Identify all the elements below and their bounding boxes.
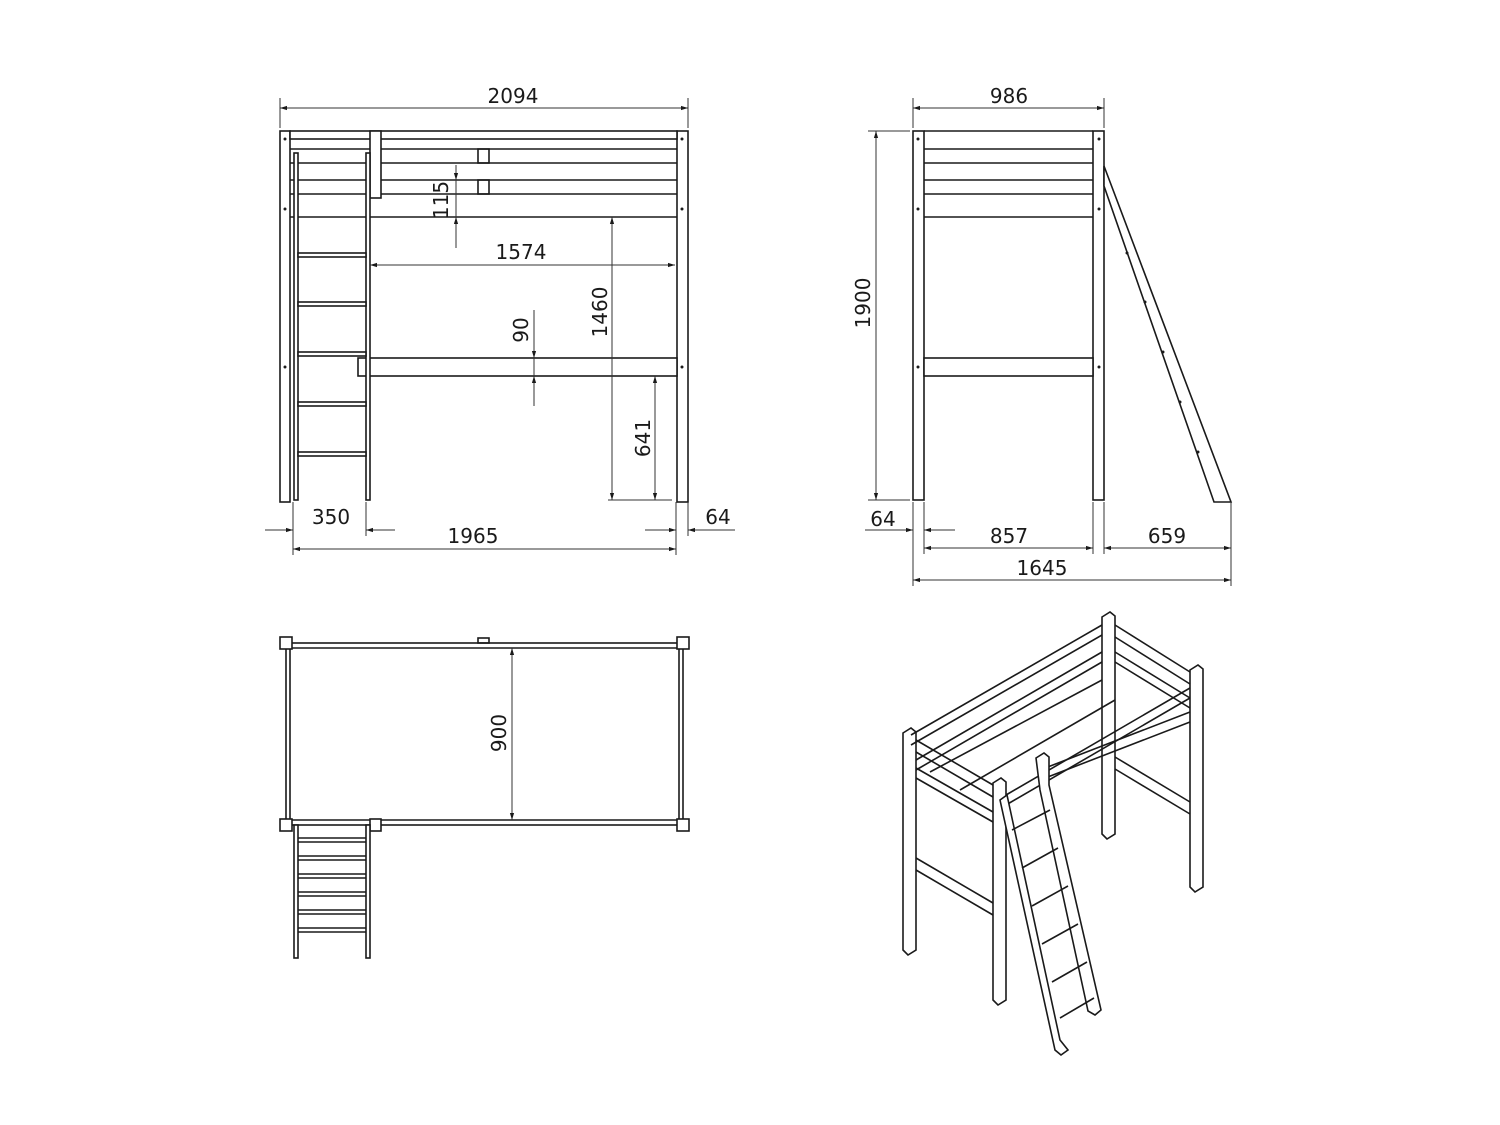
dim-1574: 1574	[496, 240, 547, 264]
corner-post	[279, 818, 293, 832]
top-view: 900	[279, 636, 690, 959]
side-left-post	[912, 130, 925, 501]
top-ladder-rail	[365, 824, 371, 959]
ladder-rail-left	[293, 152, 299, 501]
dim-1900: 1900	[851, 278, 875, 329]
dim-350: 350	[312, 505, 350, 529]
ladder-hook	[369, 130, 382, 199]
dim-641: 641	[631, 419, 655, 457]
side-view: 986 1900 64 857 659 1645	[851, 84, 1233, 586]
side-right-post	[1092, 130, 1105, 501]
right-post	[676, 130, 689, 503]
bed-frame-outline	[285, 642, 684, 826]
front-view: 2094 115 1574 90 1460 641 350 1965 64	[265, 84, 735, 555]
dim-986: 986	[990, 84, 1028, 108]
top-rail	[289, 130, 678, 140]
corner-post	[676, 818, 690, 832]
corner-post	[676, 636, 690, 650]
left-post	[279, 130, 291, 503]
dim-2094: 2094	[488, 84, 539, 108]
corner-post	[279, 636, 293, 650]
side-bed-rail	[923, 357, 1094, 377]
ladder-rail-right	[365, 152, 371, 501]
dim-857: 857	[990, 524, 1028, 548]
dim-900: 900	[487, 714, 511, 752]
dim-659: 659	[1148, 524, 1186, 548]
top-ladder-rail	[293, 824, 299, 959]
side-ladder	[1103, 165, 1233, 503]
dim-90: 90	[509, 317, 533, 342]
dim-1645: 1645	[1017, 556, 1068, 580]
dim-64-front: 64	[705, 505, 730, 529]
ladder-rungs	[297, 252, 367, 457]
dim-64-side: 64	[870, 507, 895, 531]
dim-1965: 1965	[448, 524, 499, 548]
ladder-hook-top	[369, 818, 382, 832]
bed-rail	[357, 357, 678, 377]
dim-1460: 1460	[588, 287, 612, 338]
dim-115: 115	[429, 181, 453, 219]
isometric-view	[902, 611, 1204, 1057]
